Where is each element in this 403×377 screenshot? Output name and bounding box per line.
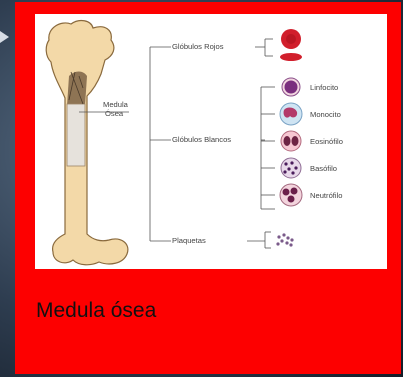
basophil-icon <box>281 158 301 178</box>
red-cells-label: Glóbulos Rojos <box>172 42 224 51</box>
white-cell-name: Eosinófilo <box>310 137 343 146</box>
neutrophil-icon <box>280 184 302 206</box>
bone-marrow-figure: Medula Ósea Glóbulos Rojos Glóbulos Blan… <box>35 14 387 269</box>
red-cell-icon <box>281 29 301 49</box>
white-cell-name: Neutrófilo <box>310 191 343 200</box>
white-cells-label: Glóbulos Blancos <box>172 135 231 144</box>
white-cell-name: Linfocito <box>310 83 338 92</box>
white-cell-name: Monocito <box>310 110 341 119</box>
femur-bone <box>46 21 128 265</box>
marrow-label: Medula <box>103 100 129 109</box>
monocyte-icon <box>280 103 302 125</box>
white-cell-name: Basófilo <box>310 164 337 173</box>
marrow-label-2: Ósea <box>105 109 124 118</box>
red-cell-side-icon <box>280 53 302 61</box>
slide-caption: Medula ósea <box>36 299 156 323</box>
platelets-label: Plaquetas <box>172 236 206 245</box>
eosinophil-icon <box>281 131 301 151</box>
bullet-arrow-icon <box>0 31 9 43</box>
bone-marrow-diagram: Medula Ósea Glóbulos Rojos Glóbulos Blan… <box>35 14 387 269</box>
lymphocyte-icon <box>282 78 300 96</box>
platelets-icon <box>276 233 293 246</box>
